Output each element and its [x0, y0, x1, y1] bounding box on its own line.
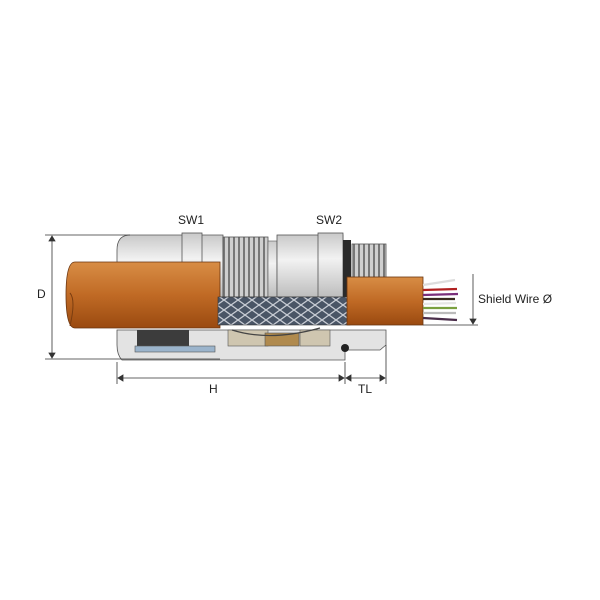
label-h: H: [209, 382, 218, 396]
label-sw2: SW2: [316, 213, 343, 227]
cable-wires: [422, 278, 459, 322]
seal-ring: [343, 240, 351, 297]
label-d: D: [37, 287, 46, 301]
cable: [65, 261, 424, 329]
label-sw1: SW1: [178, 213, 205, 227]
braid-shield: [217, 296, 351, 326]
gland-cutaway-section: [116, 327, 387, 361]
label-tl: TL: [358, 382, 373, 396]
hex-sw2: [317, 232, 344, 298]
o-ring: [341, 344, 349, 352]
seal: [137, 330, 189, 346]
label-shield-wire: Shield Wire Ø: [478, 292, 553, 306]
thread-middle: [222, 236, 269, 298]
cone: [264, 332, 300, 347]
dimension-lines: [45, 234, 478, 384]
